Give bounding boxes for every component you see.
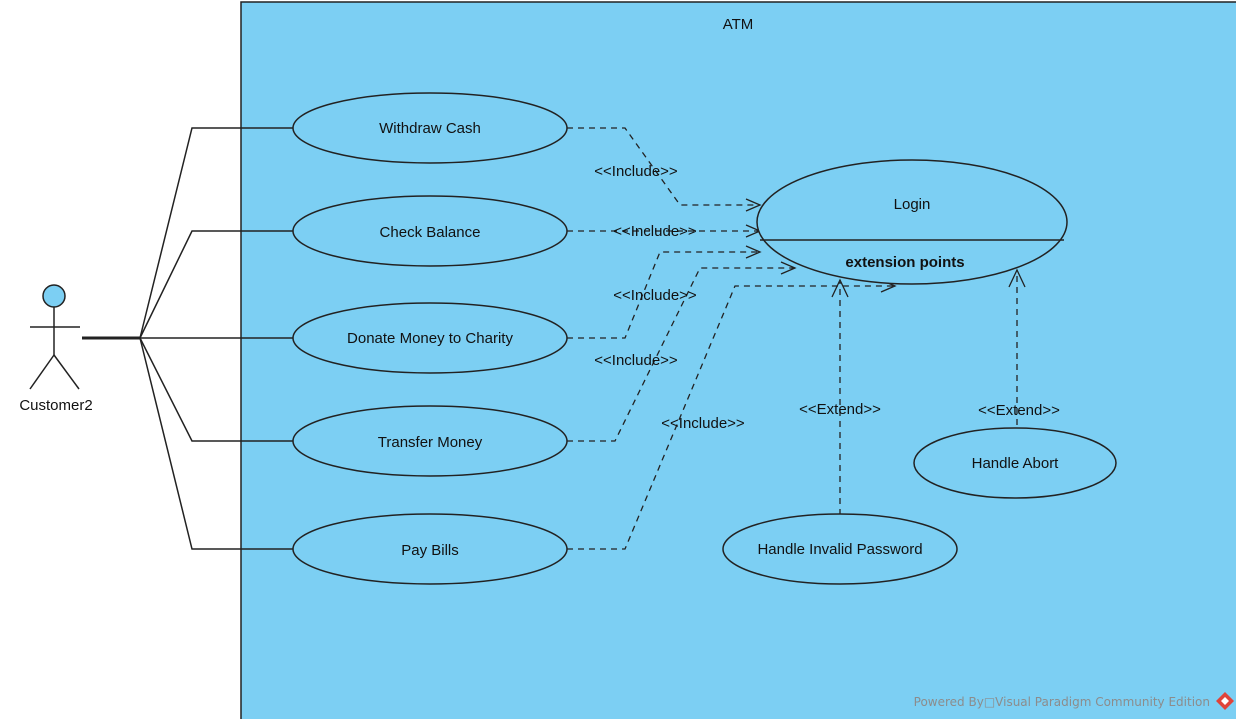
actor-customer[interactable] bbox=[29, 284, 80, 390]
use-case-handle-abort[interactable]: Handle Abort bbox=[913, 427, 1117, 499]
watermark-text: Powered By□Visual Paradigm Community Edi… bbox=[914, 695, 1210, 709]
system-name: ATM bbox=[723, 16, 754, 33]
use-case-label: Transfer Money bbox=[378, 434, 483, 451]
extend-lines bbox=[839, 270, 1018, 515]
actor-head bbox=[42, 284, 66, 308]
include-arrowheads bbox=[745, 198, 897, 293]
extend-label: <<Extend>> bbox=[978, 402, 1060, 419]
include-label: <<Include>> bbox=[594, 352, 678, 369]
use-case-check-balance[interactable]: Check Balance bbox=[292, 195, 568, 267]
use-case-handle-invalid-password[interactable]: Handle Invalid Password bbox=[722, 513, 958, 585]
extension-points-label: extension points bbox=[845, 254, 964, 271]
use-case-label: Login bbox=[894, 196, 931, 213]
use-case-label: Donate Money to Charity bbox=[347, 330, 513, 347]
associations bbox=[82, 127, 294, 550]
use-case-transfer-money[interactable]: Transfer Money bbox=[292, 405, 568, 477]
actor-name: Customer2 bbox=[19, 397, 92, 414]
use-case-label: Handle Abort bbox=[972, 455, 1060, 472]
use-case-label: Check Balance bbox=[380, 224, 481, 241]
include-label: <<Include>> bbox=[613, 287, 697, 304]
use-case-login[interactable]: Login extension points bbox=[756, 159, 1068, 285]
include-label: <<Include>> bbox=[594, 163, 678, 180]
visual-paradigm-logo-icon bbox=[1216, 692, 1234, 710]
use-case-withdraw-cash[interactable]: Withdraw Cash bbox=[292, 92, 568, 164]
include-lines bbox=[567, 127, 895, 550]
use-case-pay-bills[interactable]: Pay Bills bbox=[292, 513, 568, 585]
include-label: <<Include>> bbox=[613, 223, 697, 240]
extend-arrowheads bbox=[831, 268, 1026, 298]
use-case-donate-money[interactable]: Donate Money to Charity bbox=[292, 302, 568, 374]
extend-label: <<Extend>> bbox=[799, 401, 881, 418]
use-case-label: Pay Bills bbox=[401, 542, 459, 559]
use-case-label: Handle Invalid Password bbox=[757, 541, 922, 558]
use-case-label: Withdraw Cash bbox=[379, 120, 481, 137]
include-label: <<Include>> bbox=[661, 415, 745, 432]
